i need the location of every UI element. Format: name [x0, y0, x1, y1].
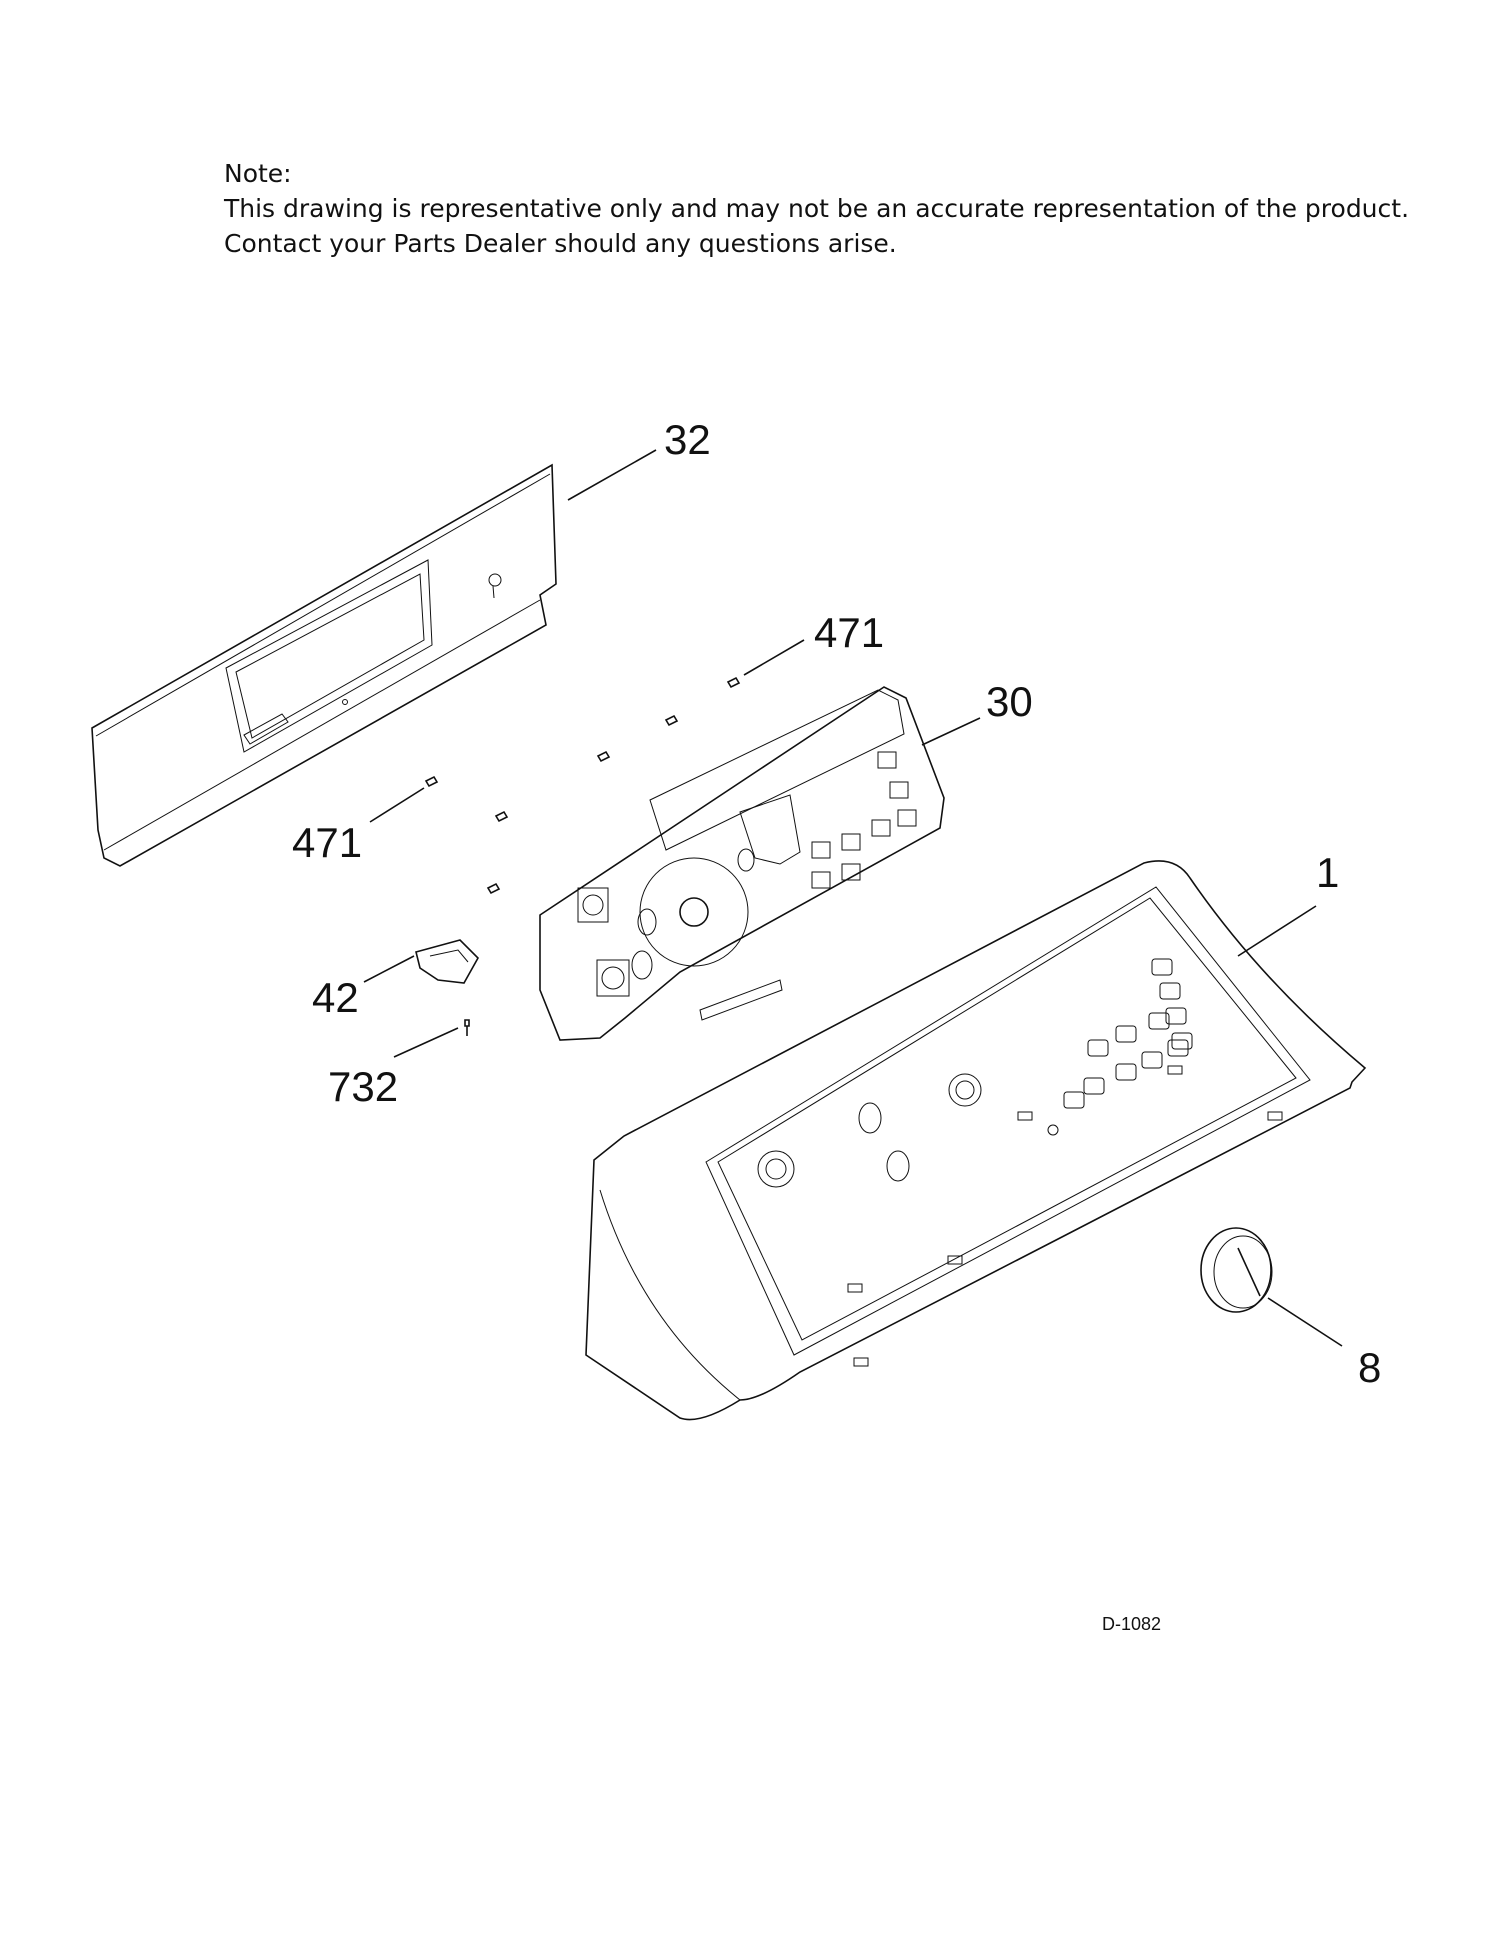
- part-1-console: [585, 860, 1367, 1421]
- callout-labels: 32 471 30 471 1 42 732 8: [292, 416, 1381, 1391]
- note-line-2: Contact your Parts Dealer should any que…: [224, 229, 897, 258]
- part-30-control-board: [539, 686, 945, 1041]
- part-471-screws: [424, 676, 741, 895]
- callout-471-left: 471: [292, 819, 362, 866]
- callout-32: 32: [664, 416, 711, 463]
- part-42-bracket: [415, 939, 479, 984]
- disclaimer-note: Note: This drawing is representative onl…: [224, 156, 1424, 261]
- callout-1: 1: [1316, 849, 1339, 896]
- part-8-knob: [1200, 1227, 1273, 1313]
- note-heading: Note:: [224, 159, 292, 188]
- drawing-id: D-1082: [1102, 1614, 1161, 1634]
- console-keypad: [1063, 958, 1193, 1109]
- leader-lines: [363, 449, 1343, 1347]
- callout-8: 8: [1358, 1344, 1381, 1391]
- callout-30: 30: [986, 678, 1033, 725]
- part-32-rear-panel: [91, 463, 557, 867]
- callout-42: 42: [312, 974, 359, 1021]
- part-732-screw: [464, 1019, 470, 1036]
- note-line-1: This drawing is representative only and …: [224, 194, 1410, 223]
- callout-471-top: 471: [814, 609, 884, 656]
- callout-732: 732: [328, 1063, 398, 1110]
